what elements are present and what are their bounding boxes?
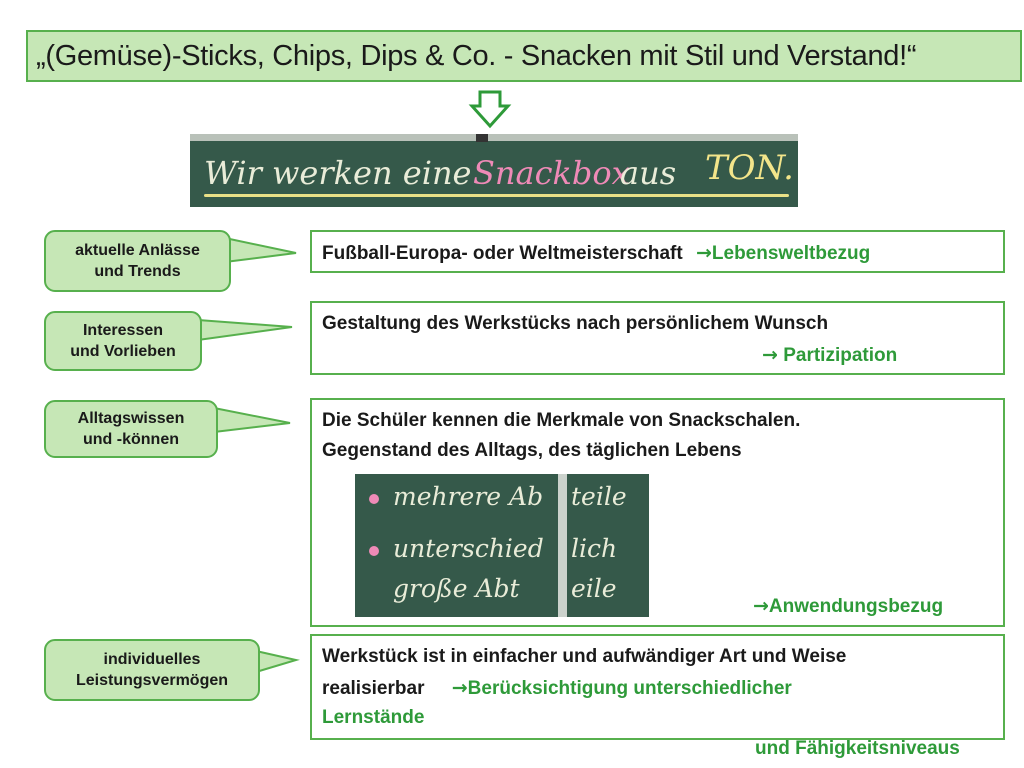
content-box-4: Werkstück ist in einfacher und aufwändig…: [310, 634, 1005, 740]
label-line: aktuelle Anlässe: [75, 242, 200, 259]
label-interessen: Interessen und Vorlieben: [44, 311, 202, 371]
box-link-label: Berücksichtigung unterschiedlicher: [467, 678, 792, 699]
label-line: Alltagswissen: [77, 410, 185, 427]
box-link-label: Lernstände: [322, 707, 425, 728]
arrow-right-icon: →: [762, 344, 778, 366]
chalkboard-photo-top: Wir werken eine Snackbox aus TON.: [190, 134, 798, 207]
slide-title: „(Gemüse)-Sticks, Chips, Dips & Co. - Sn…: [36, 39, 917, 72]
label-alltagswissen: Alltagswissen und -können: [44, 400, 218, 458]
chalk-text: lich: [571, 534, 618, 563]
box-link-label: und Fähigkeitsniveaus: [755, 738, 960, 759]
down-arrow-icon: [468, 90, 512, 129]
box-text: Werkstück ist in einfacher und aufwändig…: [322, 646, 847, 667]
box-link-label: Partizipation: [783, 345, 898, 366]
label-line: und -können: [83, 431, 179, 448]
chalk-text: unterschied: [393, 534, 544, 563]
label-aktuelle-anlaesse: aktuelle Anlässe und Trends: [44, 230, 231, 292]
label-leistungsvermoegen: individuelles Leistungsvermögen: [44, 639, 260, 701]
label-line: Interessen: [82, 322, 164, 339]
title-bar: „(Gemüse)-Sticks, Chips, Dips & Co. - Sn…: [26, 30, 1022, 82]
chalk-text-highlight: Snackbox: [473, 154, 630, 192]
bullet-dot: [369, 546, 379, 556]
label-line: individuelles: [103, 651, 201, 668]
chalk-text: aus: [620, 154, 677, 192]
content-box-1: Fußball-Europa- oder Weltmeisterschaft →…: [310, 230, 1005, 273]
chalk-text: mehrere Ab: [393, 482, 544, 511]
content-box-2: Gestaltung des Werkstücks nach persönlic…: [310, 301, 1005, 375]
box-text: Gegenstand des Alltags, des täglichen Le…: [322, 440, 742, 461]
chalk-text-highlight: TON.: [705, 148, 794, 188]
arrow-right-icon: →: [451, 677, 468, 699]
box-text: Die Schüler kennen die Merkmale von Snac…: [322, 410, 801, 431]
chalkboard-photo-snackschalen: mehrere Ab teile unterschied lich große …: [355, 474, 649, 617]
bullet-dot: [369, 494, 379, 504]
chalk-text: teile: [571, 482, 627, 511]
arrow-right-icon: →: [695, 242, 712, 264]
label-line: und Trends: [94, 263, 181, 280]
box-text: Gestaltung des Werkstücks nach persönlic…: [322, 313, 829, 334]
label-line: Leistungsvermögen: [75, 672, 229, 689]
chalk-text: Wir werken eine: [204, 154, 472, 192]
box-link-label: Anwendungsbezug: [768, 596, 944, 617]
arrow-right-icon: →: [753, 595, 769, 617]
chalk-text: große Abt: [393, 574, 520, 603]
box-link-label: Lebensweltbezug: [711, 243, 871, 264]
chalk-text: eile: [571, 574, 617, 603]
label-line: und Vorlieben: [70, 343, 176, 360]
box-text: Fußball-Europa- oder Weltmeisterschaft: [322, 243, 683, 264]
box-text: realisierbar: [322, 678, 425, 699]
